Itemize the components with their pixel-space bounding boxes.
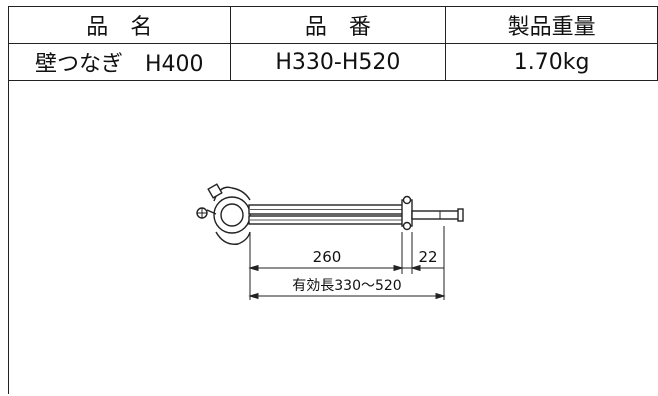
dimension-lines — [248, 226, 446, 300]
cell-weight: 1.70kg — [445, 43, 658, 81]
header-weight: 製品重量 — [445, 6, 658, 44]
dim-small-label: 22 — [418, 248, 437, 266]
spec-data-row: 壁つなぎ H400 H330-H520 1.70kg — [8, 43, 658, 81]
spec-header-row: 品 名 品 番 製品重量 — [8, 6, 658, 44]
wall-tie-illustration — [196, 183, 464, 245]
effective-length-label: 有効長330〜520 — [292, 278, 401, 294]
cell-product-name: 壁つなぎ H400 — [8, 43, 231, 81]
spec-table: 品 名 品 番 製品重量 壁つなぎ H400 H330-H520 1.70kg — [8, 6, 658, 81]
header-product-number: 品 番 — [229, 6, 447, 44]
header-product-name: 品 名 — [8, 6, 231, 44]
dim-main-label: 260 — [313, 248, 342, 266]
cell-product-number: H330-H520 — [229, 43, 447, 81]
